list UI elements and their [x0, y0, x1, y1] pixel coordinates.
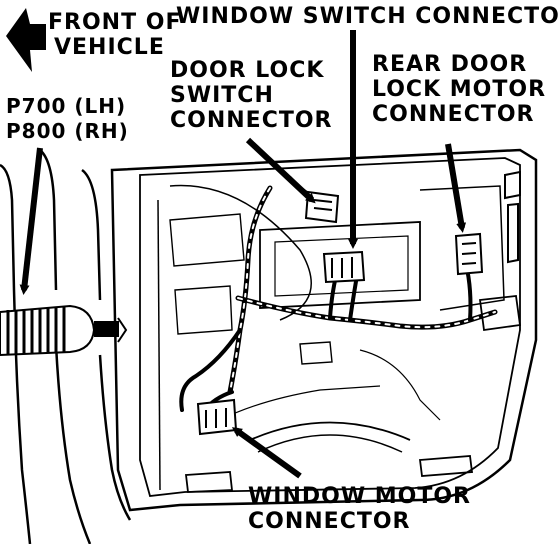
arrow-window-motor: [231, 427, 302, 479]
front-direction-arrow-icon: [6, 8, 46, 72]
arrow-door-lock-switch: [245, 137, 316, 204]
rear-door-lock-motor-connector-part: [454, 232, 484, 276]
label-rear-door-lock-motor-connector: REAR DOOR LOCK MOTOR CONNECTOR: [372, 52, 547, 127]
arrow-p700-p800: [19, 147, 43, 295]
window-motor-connector-part: [196, 398, 238, 436]
label-p700-p800: P700 (LH) P800 (RH): [6, 94, 129, 143]
arrow-rear-door-lock-motor: [445, 143, 467, 233]
label-window-switch-connector: WINDOW SWITCH CONNECTOR: [176, 4, 560, 29]
wiring-harness: [179, 176, 498, 412]
label-front-of-vehicle: FRONT OF VEHICLE: [48, 10, 182, 60]
window-switch-connector-part: [322, 250, 366, 284]
harness-boot: [0, 304, 128, 357]
leader-arrows: [19, 30, 467, 479]
label-door-lock-switch-connector: DOOR LOCK SWITCH CONNECTOR: [170, 58, 333, 133]
label-window-motor-connector: WINDOW MOTOR CONNECTOR: [248, 484, 471, 534]
